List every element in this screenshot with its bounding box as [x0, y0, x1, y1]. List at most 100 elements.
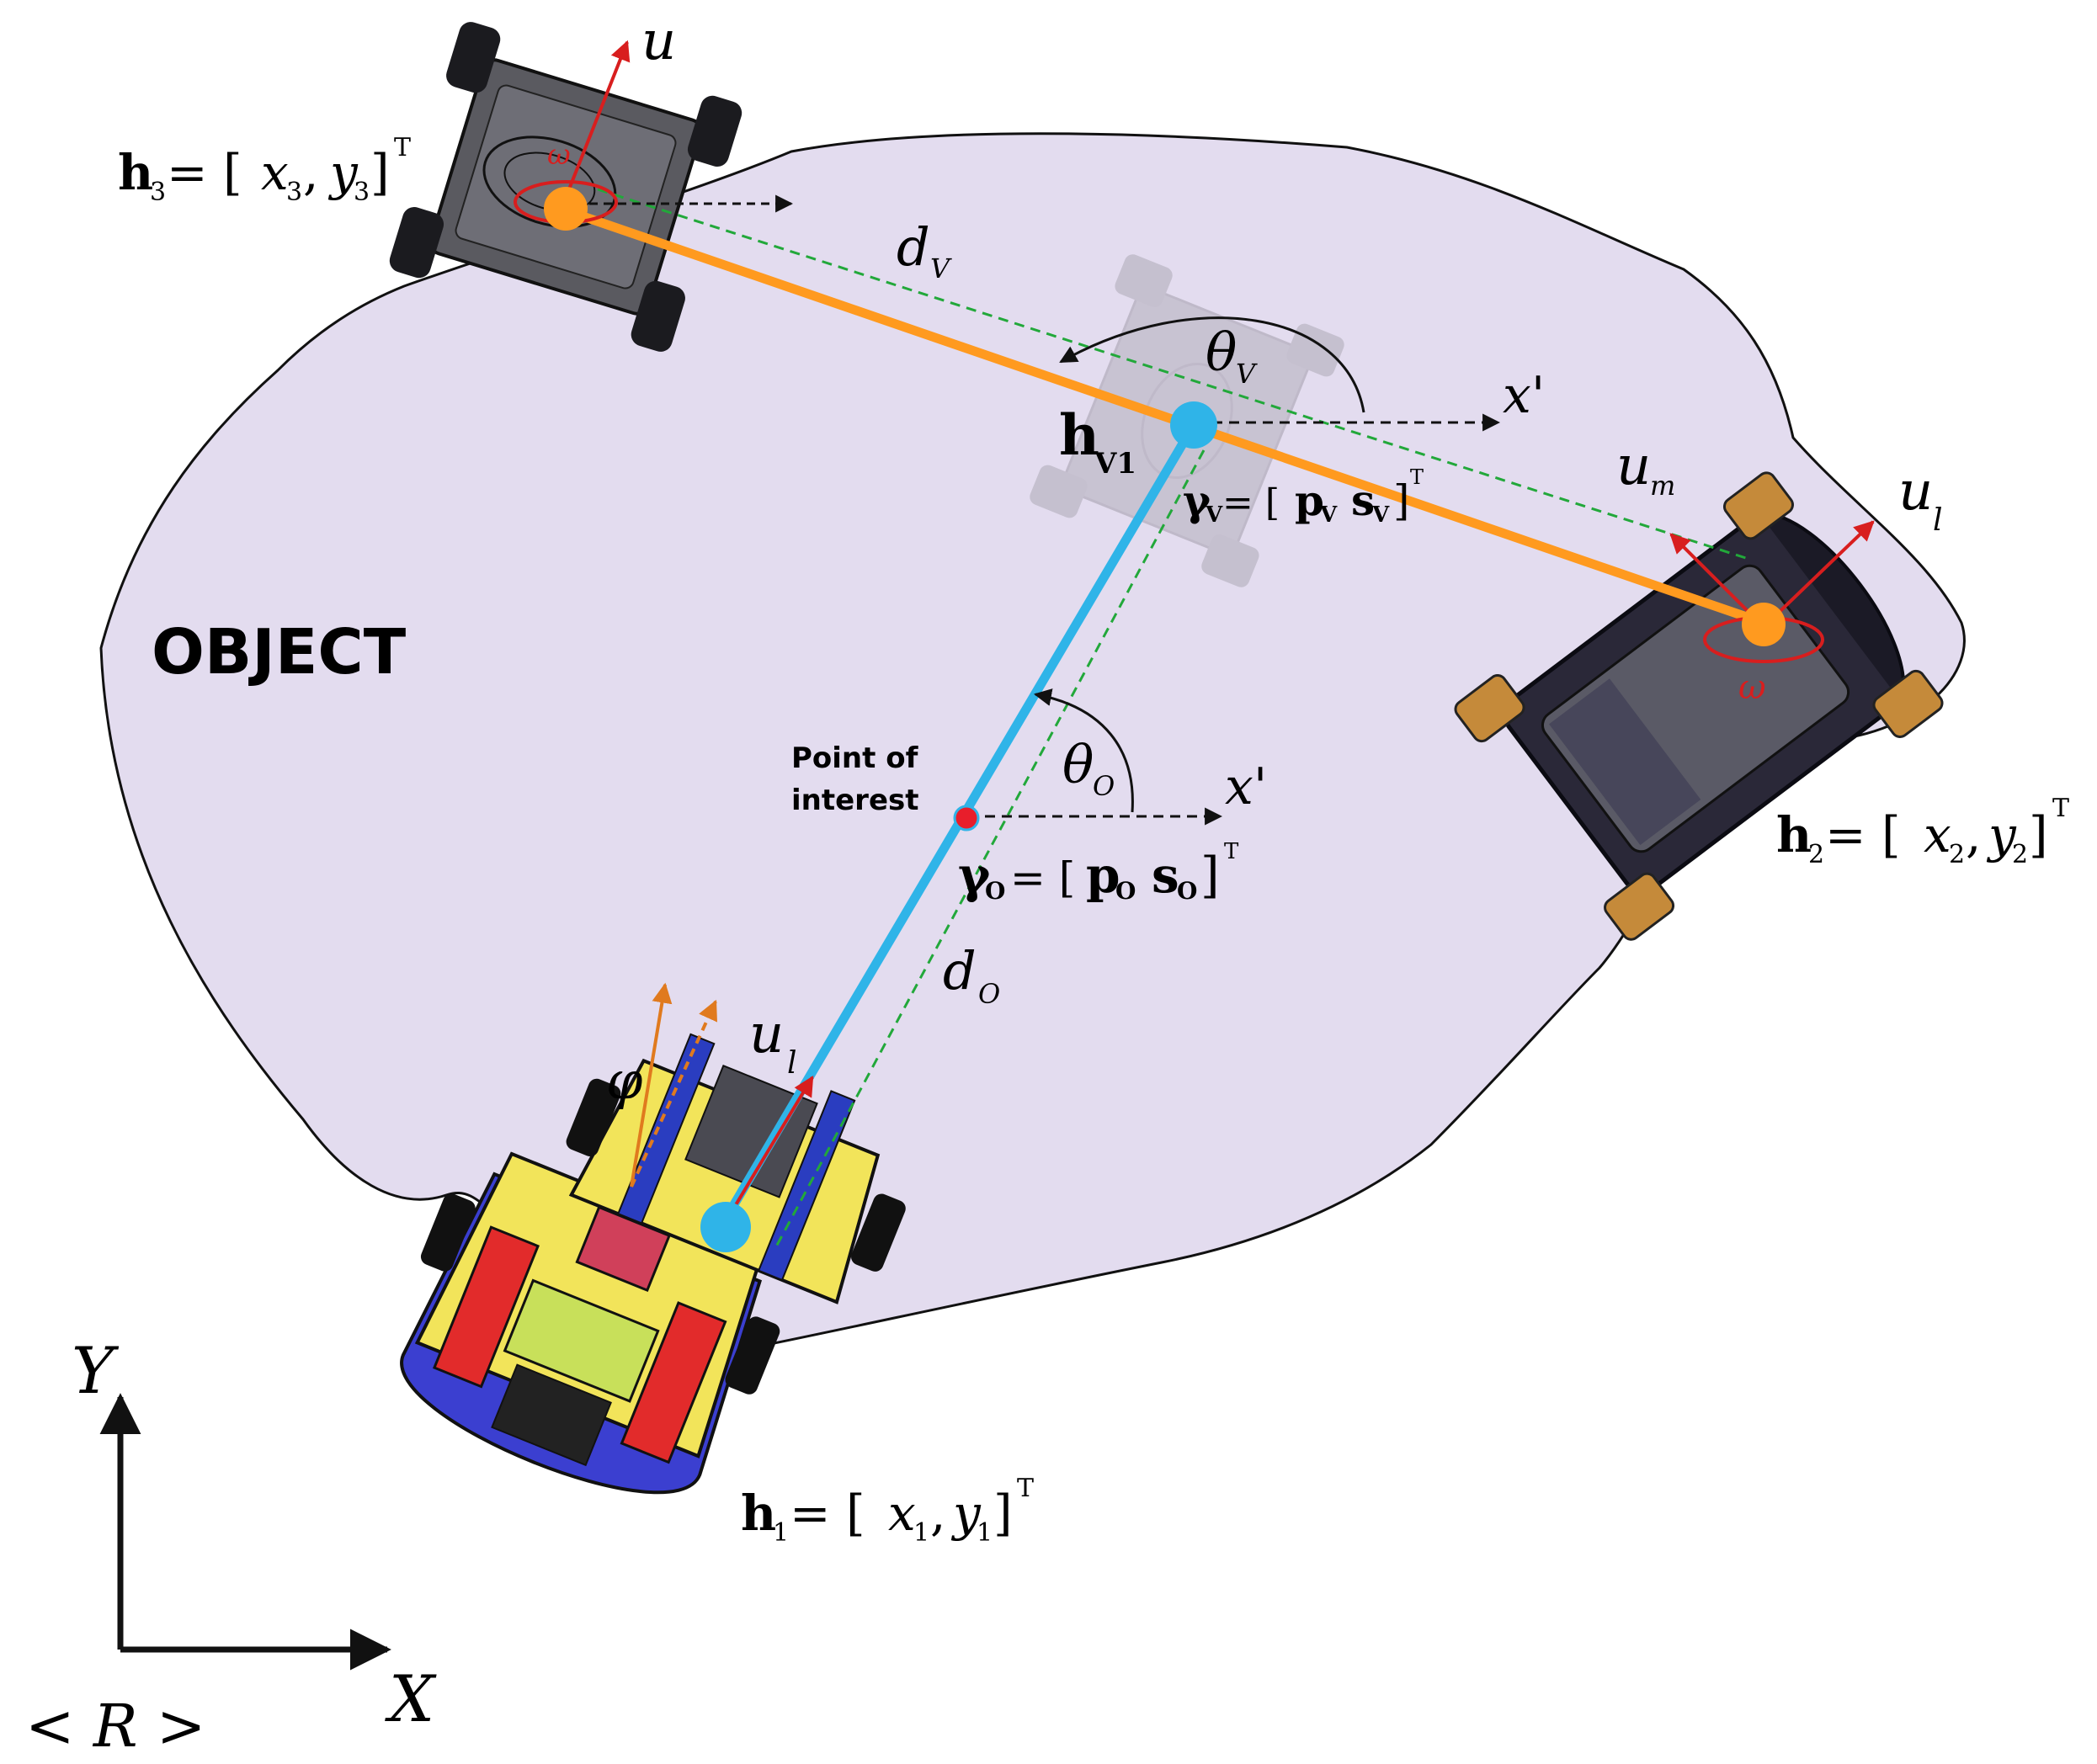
- u-l-bottom-label: u l: [749, 1003, 797, 1081]
- svg-text:y: y: [327, 144, 359, 201]
- svg-text:V: V: [930, 252, 952, 284]
- u-top-label: u: [641, 10, 676, 72]
- omega-top-label: ω: [547, 138, 571, 172]
- svg-text:x: x: [261, 144, 289, 201]
- object-label: OBJECT: [152, 616, 407, 688]
- theta-o-arc: [1033, 688, 1134, 813]
- svg-text:1: 1: [977, 1518, 993, 1548]
- svg-text:γ: γ: [1183, 476, 1211, 525]
- svg-text:1: 1: [913, 1518, 929, 1548]
- gamma-o-label: γ O = [ p O s O ] T: [958, 839, 1239, 905]
- svg-text:]: ]: [2029, 806, 2048, 863]
- svg-text:p: p: [1086, 847, 1120, 904]
- x-prime-label-o: x': [1225, 757, 1267, 816]
- robot3-position-label: h 3 = [ x 3 , y 3 ] T: [118, 133, 411, 207]
- orange-link: [564, 205, 1765, 628]
- svg-text:x: x: [1924, 806, 1951, 863]
- svg-text:T: T: [1017, 1474, 1034, 1503]
- svg-text:m: m: [1650, 470, 1675, 502]
- svg-text:= [: = [: [1825, 806, 1901, 863]
- svg-text:= [: = [: [167, 144, 242, 201]
- svg-text:3: 3: [150, 178, 166, 207]
- robot3-center: [544, 187, 588, 231]
- svg-text:V: V: [1371, 502, 1390, 528]
- svg-text:d: d: [897, 216, 930, 278]
- svg-text:γ: γ: [958, 847, 991, 904]
- svg-text:T: T: [2052, 794, 2069, 823]
- svg-text:θ: θ: [1062, 734, 1094, 795]
- svg-text:u: u: [1898, 460, 1933, 523]
- svg-text:p: p: [1295, 476, 1324, 525]
- svg-text:3: 3: [286, 178, 302, 207]
- virtual-point-label: h V1: [1059, 402, 1136, 481]
- svg-text:x: x: [888, 1485, 916, 1542]
- svg-text:T: T: [1224, 839, 1239, 864]
- robot2-position-label: h 2 = [ x 2 , y 2 ] T: [1776, 794, 2069, 869]
- svg-text:h: h: [1776, 806, 1812, 863]
- svg-text:T: T: [1410, 465, 1424, 489]
- theta-o-label: θ O: [1062, 734, 1115, 802]
- robot2-center: [1742, 603, 1786, 646]
- frame-r-label: < R >: [25, 1692, 206, 1760]
- svg-text:,: ,: [1966, 806, 1981, 863]
- svg-text:]: ]: [993, 1485, 1013, 1542]
- svg-text:s: s: [1351, 476, 1375, 525]
- svg-text:O: O: [1115, 877, 1136, 905]
- svg-text:h: h: [118, 144, 153, 201]
- frame-y-label: Y: [72, 1333, 120, 1408]
- svg-text:1: 1: [773, 1518, 789, 1548]
- theta-v-arc: [1059, 316, 1365, 413]
- svg-text:3: 3: [354, 178, 370, 207]
- svg-text:O: O: [985, 877, 1005, 905]
- distance-v-label: d V: [897, 216, 952, 284]
- u-l-right-label: u l: [1898, 460, 1943, 538]
- svg-text:= [: = [: [1010, 853, 1075, 902]
- theta-v-label: θ V: [1206, 321, 1258, 390]
- svg-text:= [: = [: [790, 1485, 865, 1542]
- svg-text:O: O: [1093, 770, 1115, 802]
- robot-2: [1454, 471, 1944, 941]
- svg-text:u: u: [749, 1003, 784, 1065]
- svg-text:]: ]: [370, 144, 390, 201]
- svg-text:V: V: [1236, 358, 1258, 390]
- svg-text:l: l: [1933, 503, 1943, 538]
- svg-text:V: V: [1319, 502, 1338, 528]
- svg-text:y: y: [950, 1485, 982, 1542]
- svg-text:h: h: [741, 1485, 776, 1542]
- svg-text:y: y: [1986, 806, 2017, 863]
- frame-x-label: X: [385, 1661, 437, 1736]
- svg-text:2: 2: [1808, 840, 1824, 869]
- point-of-interest-marker: [953, 805, 980, 832]
- svg-text:d: d: [943, 940, 977, 1002]
- svg-text:O: O: [978, 978, 1000, 1010]
- virtual-robot-ghost: [1030, 254, 1344, 587]
- phi-label: φ: [606, 1049, 643, 1111]
- svg-text:V: V: [1205, 502, 1223, 528]
- svg-text:θ: θ: [1206, 321, 1237, 383]
- svg-text:s: s: [1152, 847, 1179, 904]
- virtual-point-hv1: [1170, 401, 1217, 449]
- svg-text:O: O: [1177, 877, 1197, 905]
- robot1-position-label: h 1 = [ x 1 , y 1 ] T: [741, 1474, 1034, 1548]
- svg-text:,: ,: [930, 1485, 945, 1542]
- robot-1: [400, 1033, 906, 1495]
- svg-text:h: h: [1059, 402, 1099, 468]
- phi-arrows: [630, 982, 717, 1188]
- u-m-label: u m: [1616, 435, 1675, 502]
- svg-text:= [: = [: [1222, 481, 1280, 524]
- omega-right-label: ω: [1738, 668, 1766, 707]
- svg-text:]: ]: [1200, 847, 1220, 904]
- svg-text:u: u: [1616, 435, 1651, 497]
- reference-frame: [99, 1393, 391, 1671]
- svg-text:,: ,: [303, 144, 318, 201]
- point-of-interest-label: Point of: [791, 741, 919, 775]
- svg-text:2: 2: [1949, 840, 1965, 869]
- svg-text:l: l: [787, 1046, 797, 1081]
- gamma-v-label: γ V = [ p V s V ] T: [1183, 465, 1424, 528]
- svg-text:T: T: [394, 133, 411, 162]
- object-shape: [99, 132, 1966, 1372]
- svg-text:V1: V1: [1094, 447, 1136, 481]
- svg-text:]: ]: [1393, 476, 1410, 525]
- point-of-interest-label-2: interest: [791, 784, 919, 817]
